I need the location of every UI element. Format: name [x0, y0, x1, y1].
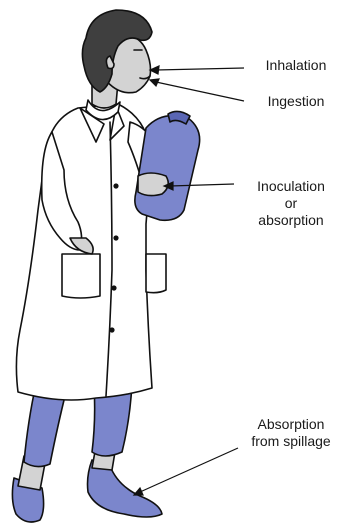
- arrow-inhalation: [156, 68, 244, 70]
- right-hand: [138, 173, 168, 196]
- left-pocket: [62, 254, 100, 298]
- right-pocket: [146, 254, 166, 293]
- arrow-spillage: [140, 448, 238, 492]
- label-line: absorption: [236, 212, 346, 229]
- label-line: Inoculation: [236, 178, 346, 195]
- label-line: or: [236, 195, 346, 212]
- label-ingestion: Ingestion: [246, 93, 346, 110]
- label-inhalation: Inhalation: [246, 57, 346, 74]
- label-absorption-from-spillage: Absorption from spillage: [236, 416, 346, 450]
- label-line: from spillage: [236, 433, 346, 450]
- label-line: Absorption: [236, 416, 346, 433]
- arrow-ingestion: [156, 82, 244, 101]
- label-inoculation-or-absorption: Inoculation or absorption: [236, 178, 346, 229]
